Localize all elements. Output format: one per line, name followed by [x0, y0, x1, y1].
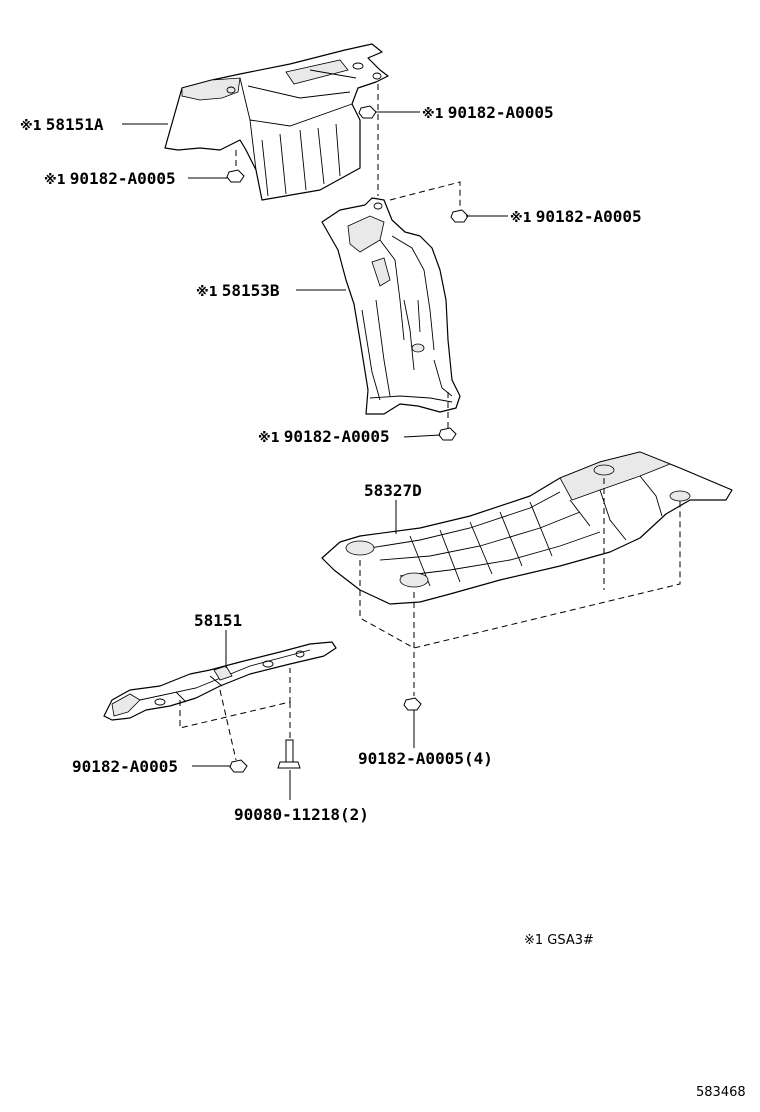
part-58151A-shape: [164, 43, 389, 201]
part-58327D-shape: [321, 451, 733, 605]
label-58327D: 58327D: [364, 481, 422, 500]
diagram-code: 583468: [696, 1085, 746, 1100]
part-58153B-shape: [321, 197, 461, 415]
nut-floor: [403, 697, 422, 711]
part-58151-shape: [103, 641, 337, 721]
nut-top-right: [358, 105, 377, 119]
label-58151: 58151: [194, 611, 242, 630]
nut-top-left: [226, 169, 245, 183]
footnote: ※1 GSA3#: [524, 933, 594, 948]
label-nut-lower-left: 90182-A0005: [72, 757, 178, 776]
nut-mid-right: [450, 209, 469, 223]
bolt: [277, 739, 301, 769]
label-nut-floor: 90182-A0005(4): [358, 749, 493, 768]
label-bolt: 90080-11218(2): [234, 805, 369, 824]
nut-mid-bottom: [438, 427, 457, 441]
nut-lower-left: [229, 759, 248, 773]
label-58151A-prefix: ※1: [20, 119, 42, 134]
